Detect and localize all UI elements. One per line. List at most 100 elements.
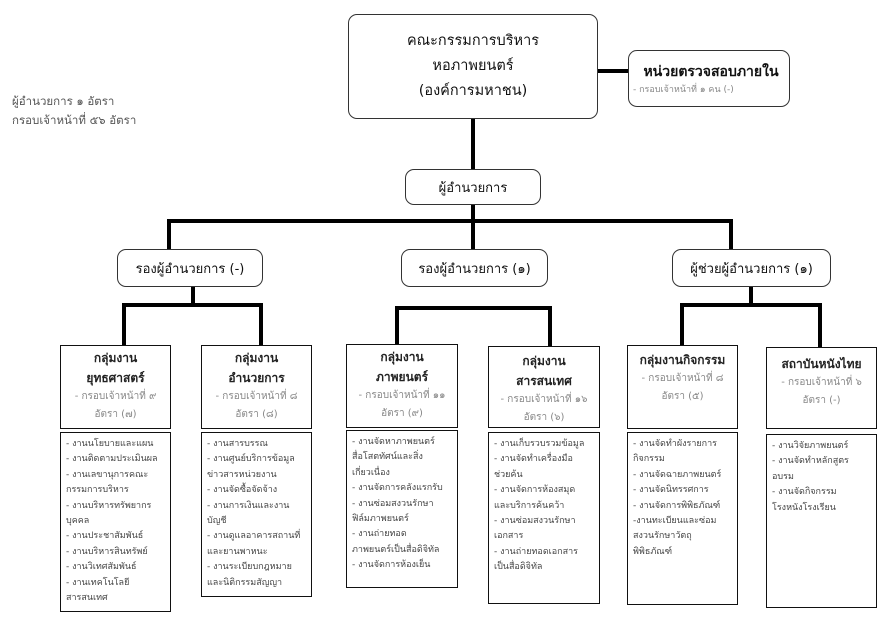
group-title: สถาบันหนังไทย [781,357,862,371]
duty-item: สารสนเทศ [66,593,108,604]
duty-item: สงวนรักษาวัตถุ [633,531,692,542]
board-title-line-1: คณะกรรมการบริหาร [406,33,540,49]
duty-item: - งานซ่อมสงวนรักษา [494,516,576,527]
duty-item: - งานระเบียบกฎหมาย [207,562,292,573]
duty-item: - งานจัดนิทรรศการ [633,485,709,496]
duty-item: และยานพาหนะ [207,546,268,557]
connector-bar-deputy-1 [167,219,171,249]
group-title: สารสนเทศ [516,374,572,388]
duty-item: - งานวิเทศสัมพันธ์ [66,562,137,573]
duty-item: - งานติดตามประเมินผล [66,454,158,465]
connector-deputy-3-right [818,303,822,347]
duty-item: ภาพยนตร์เป็นสื่อดิจิทัล [352,544,440,555]
duty-item: - งานเทคโนโลยี [66,577,130,588]
duty-item: - งานนโยบายและแผน [66,439,154,449]
connector-deputy-1-bar [122,303,263,307]
group-staff: - กรอบเจ้าหน้าที่ ๘ [641,373,724,384]
connector-deputy-2-right [548,306,552,346]
internal-audit-title: หน่วยตรวจสอบภายใน [643,63,779,80]
connector-deputy-2-left [395,306,399,344]
group-administration-header: กลุ่มงาน อำนวยการ - กรอบเจ้าหน้าที่ ๘ อั… [201,345,312,429]
group-staff: - กรอบเจ้าหน้าที่ ๑๑ [358,390,446,401]
duty-item: - งานจัดการคลังแรกรับ [352,483,443,494]
duty-item: - งานการเงินและงาน [207,500,290,511]
duty-item: - งานจัดซื้อจัดจ้าง [207,485,278,496]
duty-item: - งานจัดหาภาพยนตร์ [352,437,435,447]
duty-item: บัญชี [207,516,227,527]
deputy-director-box-1: รองผู้อำนวยการ (-) [117,249,263,287]
connector-deputy-2-bar [395,306,552,310]
duty-item: - งานบริหารทรัพยากร [66,500,152,511]
connector-board-director [471,118,475,170]
assistant-director-box: ผู้ช่วยผู้อำนวยการ (๑) [672,249,831,287]
duty-item: และบริการค้นคว้า [494,500,565,511]
group-staff: - กรอบเจ้าหน้าที่ ๘ [215,391,298,402]
assistant-director-title: ผู้ช่วยผู้อำนวยการ (๑) [690,261,813,277]
group-staff: - กรอบเจ้าหน้าที่ ๑๖ [500,394,588,405]
duty-item: - งานจัดกิจกรรม [772,487,837,498]
duty-item: -งานทะเบียนและซ่อม [633,516,717,527]
director-count-text: ผู้อำนวยการ ๑ อัตรา [12,94,115,108]
duty-item: เอกสาร [494,531,524,542]
group-staff: อัตรา (๖) [523,412,565,423]
duty-item: - งานจัดทำเครื่องมือ [494,454,573,465]
group-strategy-header: กลุ่มงาน ยุทธศาสตร์ - กรอบเจ้าหน้าที่ ๙ … [60,345,171,429]
board-title-line-3: (องค์การมหาชน) [418,83,528,99]
duty-item: - งานวิจัยภาพยนตร์ [772,441,849,451]
board-title-line-2: หอภาพยนตร์ [432,58,514,74]
connector-bar-deputy-3 [729,219,733,249]
group-film-duties: - งานจัดหาภาพยนตร์สื่อโสตทัศน์และสิ่งเกี… [346,430,458,588]
group-activities-duties: - งานจัดทำผังรายการกิจกรรม - งานจัดฉายภาพ… [627,432,738,605]
duty-item: - งานเลขานุการคณะ [66,469,149,480]
group-thai-film-institute-header: สถาบันหนังไทย - กรอบเจ้าหน้าที่ ๖ อัตรา … [766,347,877,429]
group-title: กลุ่มงาน [93,351,138,365]
director-box: ผู้อำนวยการ [405,169,541,205]
group-staff: อัตรา (๙) [381,408,423,419]
duty-item: - งานถ่ายทอดเอกสาร [494,546,578,557]
board-box: คณะกรรมการบริหาร หอภาพยนตร์ (องค์การมหาช… [348,14,598,119]
connector-deputy-3-left [680,303,684,345]
connector-deputy-3-bar [680,303,822,307]
duty-item: ช่วยค้น [494,469,523,480]
duty-item: - งานจัดการพิพิธภัณฑ์ [633,500,721,511]
connector-director-bar [471,204,475,222]
group-staff: อัตรา (-) [802,395,841,406]
group-staff: อัตรา (๗) [94,409,137,420]
duty-item: อบรม [772,471,794,482]
internal-audit-box: หน่วยตรวจสอบภายใน - กรอบเจ้าหน้าที่ ๑ คน… [628,50,790,107]
duty-item: - งานซ่อมสงวนรักษา [352,498,434,509]
duty-item: - งานถ่ายทอด [352,529,407,540]
duty-item: พิพิธภัณฑ์ [633,546,673,557]
group-title: กลุ่มงาน [234,351,279,365]
duty-item: - งานสารบรรณ [207,439,268,449]
group-title: อำนวยการ [228,371,285,385]
connector-bar-deputy-2 [471,219,475,249]
group-title: ภาพยนตร์ [375,370,429,384]
group-information-header: กลุ่มงาน สารสนเทศ - กรอบเจ้าหน้าที่ ๑๖ อ… [488,346,600,428]
group-title: ยุทธศาสตร์ [86,371,145,385]
duty-item: - งานจัดการห้องเย็น [352,560,431,571]
duty-item: - งานประชาสัมพันธ์ [66,531,144,542]
duty-item: กิจกรรม [633,454,665,465]
internal-audit-staff: - กรอบเจ้าหน้าที่ ๑ คน (-) [633,84,734,95]
duty-item: เป็นสื่อดิจิทัล [494,562,543,573]
duty-item: เกี่ยวเนื่อง [352,467,390,478]
deputy-director-title: รองผู้อำนวยการ (-) [135,261,245,277]
duty-item: - งานเก็บรวบรวมข้อมูล [494,439,585,449]
duty-item: - งานศูนย์บริการข้อมูล [207,454,295,465]
duty-item: ฟิล์มภาพยนตร์ [352,514,409,525]
connector-main-bar [167,219,732,223]
connector-deputy-3-down [749,286,753,306]
group-thai-film-institute-duties: - งานวิจัยภาพยนตร์ - งานจัดทำหลักสูตรอบรม… [766,434,877,608]
group-film-header: กลุ่มงาน ภาพยนตร์ - กรอบเจ้าหน้าที่ ๑๑ อ… [346,344,458,428]
group-staff: - กรอบเจ้าหน้าที่ ๖ [781,377,862,388]
duty-item: กรรมการบริหาร [66,485,129,496]
duty-item: - งานจัดทำหลักสูตร [772,456,849,467]
duty-item: - งานจัดทำผังรายการ [633,439,717,449]
duty-item: - งานบริหารสินทรัพย์ [66,546,148,557]
duty-item: - งานจัดฉายภาพยนตร์ [633,469,722,480]
duty-item: - งานจัดการห้องสมุด [494,485,576,496]
group-staff: อัตรา (๘) [235,409,278,420]
director-title: ผู้อำนวยการ [438,180,508,196]
duty-item: และนิติกรรมสัญญา [207,577,283,588]
